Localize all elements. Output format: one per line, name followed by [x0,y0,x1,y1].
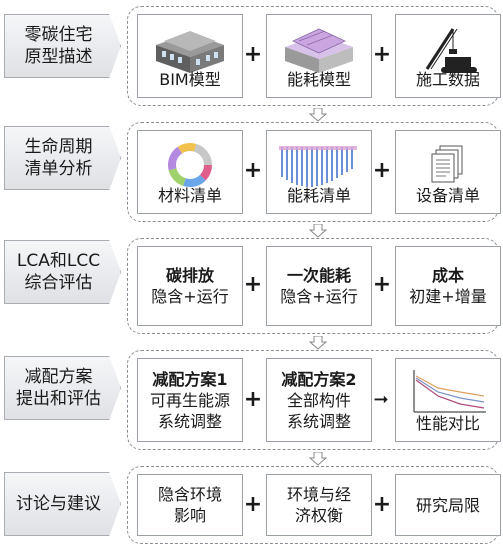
performance-compare-box: 性能对比 [395,358,501,442]
equipment-list-box: 设备清单 [395,130,501,214]
plus-sign: + [372,492,392,517]
primary-energy-box: 一次能耗隐含+运行 [266,246,372,326]
material-list-box: 材料清单 [137,130,243,214]
donut-chart-icon [138,137,242,193]
plus-sign: + [372,158,392,183]
carbon-emission-box: 碳排放隐含+运行 [137,246,243,326]
construction-data-box: 施工数据 [395,14,501,98]
plus-sign: + [372,42,392,67]
energy-model-label: 能耗模型 [286,70,351,89]
energy-model-icon [267,21,371,77]
tradeoff-box: 环境与经济权衡 [266,474,372,536]
bim-model-box: BIM模型 [137,14,243,98]
embodied-impact-line2: 影响 [173,506,206,525]
stage-label-discussion: 讨论与建议 [4,472,121,536]
down-arrow-icon [309,336,327,350]
tradeoff-line2: 济权衡 [294,506,343,525]
scheme-1-line3: 系统调整 [157,411,222,431]
plus-sign: + [243,42,263,67]
energy-model-box: 能耗模型 [266,14,372,98]
crane-icon [396,21,500,77]
primary-energy-title: 一次能耗 [286,266,351,285]
material-list-label: 材料清单 [157,186,222,205]
bar-chart-icon [267,137,371,193]
scheme-1-line2: 可再生能源 [149,390,230,410]
stage-label-inventory: 生命周期清单分析 [4,126,121,190]
embodied-impact-line1: 隐含环境 [157,485,222,504]
scheme-2-line3: 系统调整 [286,411,351,431]
cost-title: 成本 [431,266,464,285]
primary-energy-sub: 隐含+运行 [280,287,358,306]
building-model-icon [138,21,242,77]
energy-list-box: 能耗清单 [266,130,372,214]
construction-data-label: 施工数据 [415,70,480,89]
plus-sign: + [243,158,263,183]
scheme-2-title: 减配方案2 [281,369,357,389]
carbon-emission-sub: 隐含+运行 [151,287,229,306]
limitations-label: 研究局限 [415,495,480,515]
down-arrow-icon [309,452,327,466]
down-arrow-icon [309,224,327,238]
limitations-box: 研究局限 [395,474,501,536]
energy-list-label: 能耗清单 [286,186,351,205]
document-stack-icon [396,137,500,193]
tradeoff-line1: 环境与经 [286,485,351,504]
cost-sub: 初建+增量 [409,287,487,306]
plus-sign: + [243,387,263,412]
performance-compare-label: 性能对比 [415,414,480,433]
equipment-list-label: 设备清单 [415,186,480,205]
stage-label-prototype: 零碳住宅原型描述 [4,14,121,78]
scheme-1-title: 减配方案1 [152,369,228,389]
plus-sign: + [243,272,263,297]
plus-sign: + [372,272,392,297]
carbon-emission-title: 碳排放 [165,266,214,285]
down-arrow-icon [309,108,327,122]
embodied-impact-box: 隐含环境影响 [137,474,243,536]
plus-sign: + [243,492,263,517]
stage-label-scheme: 减配方案提出和评估 [4,356,121,420]
line-chart-icon [396,363,500,419]
right-arrow-icon: ➞ [373,389,389,410]
scheme-2-line2: 全部构件 [286,390,351,410]
cost-box: 成本初建+增量 [395,246,501,326]
bim-model-label: BIM模型 [159,70,221,89]
